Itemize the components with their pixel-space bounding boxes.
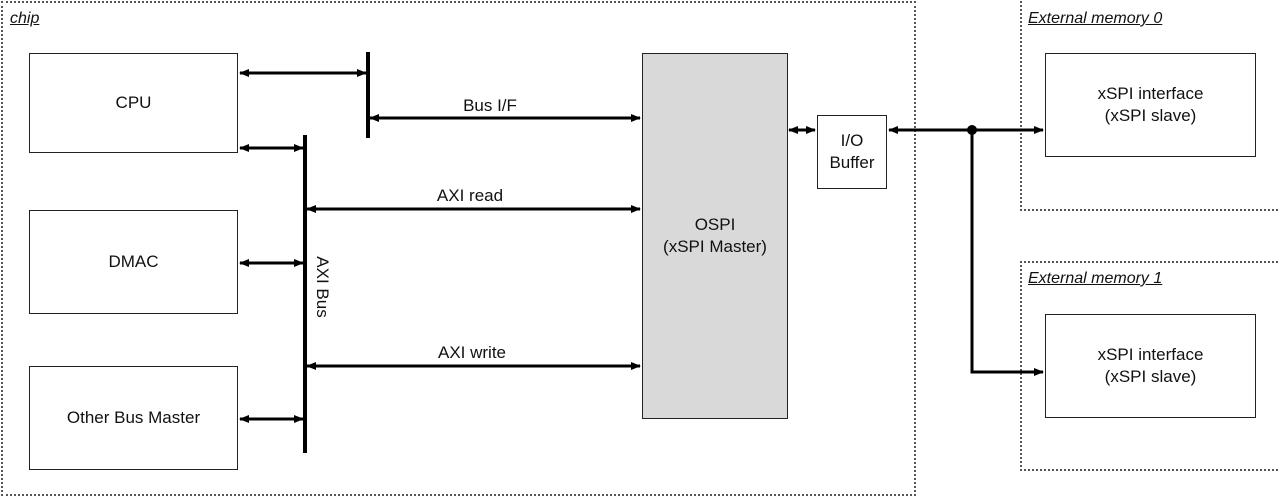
- io-buffer-block: I/O Buffer: [817, 115, 887, 189]
- axi-write-label: AXI write: [437, 343, 507, 362]
- junction-dot: [967, 125, 977, 135]
- io-buffer-to-mem1-arrow: [970, 130, 1044, 376]
- xspi-slave-1-label: xSPI interface (xSPI slave): [1097, 345, 1204, 386]
- ospi-label: OSPI (xSPI Master): [663, 215, 767, 256]
- other-bus-master-label: Other Bus Master: [66, 408, 201, 427]
- external-memory-1-region: [1020, 261, 1280, 471]
- cpu-label: CPU: [115, 93, 152, 112]
- xspi-slave-1-block: xSPI interface (xSPI slave): [1045, 314, 1256, 418]
- axi-bus-label: AXI Bus: [313, 256, 332, 318]
- external-memory-0-region: [1020, 1, 1280, 211]
- axi-read-label: AXI read: [436, 186, 504, 205]
- chip-region-label: chip: [10, 10, 40, 27]
- xspi-slave-0-block: xSPI interface (xSPI slave): [1045, 53, 1256, 157]
- chip-region: [1, 1, 916, 496]
- external-memory-1-label: External memory 1: [1028, 270, 1163, 287]
- io-buffer-label: I/O Buffer: [829, 131, 875, 172]
- xspi-slave-0-label: xSPI interface (xSPI slave): [1097, 84, 1204, 125]
- other-bus-master-block: Other Bus Master: [29, 366, 238, 470]
- ospi-block: OSPI (xSPI Master): [642, 53, 788, 419]
- dmac-label: DMAC: [108, 252, 159, 271]
- dmac-block: DMAC: [29, 210, 238, 314]
- cpu-block: CPU: [29, 53, 238, 153]
- external-memory-0-label: External memory 0: [1028, 10, 1163, 27]
- bus-if-label: Bus I/F: [463, 96, 517, 115]
